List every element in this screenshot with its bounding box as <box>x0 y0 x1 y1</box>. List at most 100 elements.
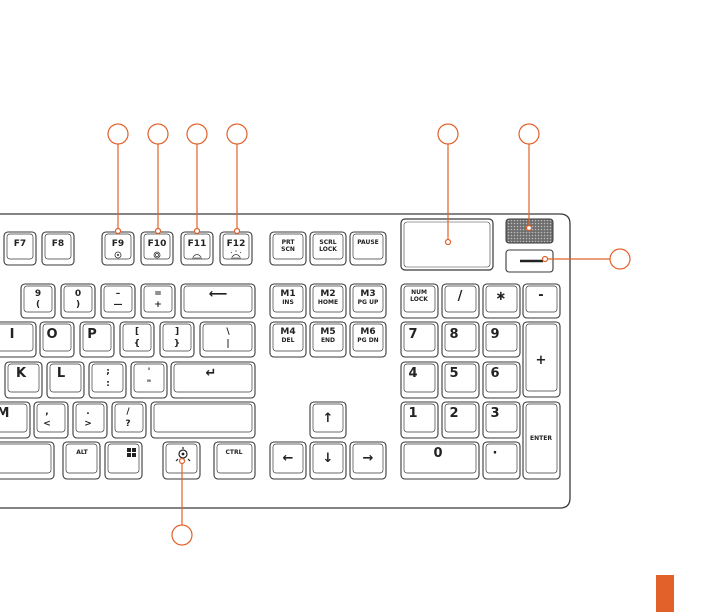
key-alt: ALT <box>62 441 101 480</box>
svg-text:F7: F7 <box>14 239 26 249</box>
svg-text:8: 8 <box>449 327 458 342</box>
svg-text:⟵: ⟵ <box>209 287 228 302</box>
key-backspace: ⟵ <box>180 283 256 319</box>
svg-text:L: L <box>57 366 65 381</box>
svg-text:[: [ <box>135 327 139 337</box>
svg-text:↓: ↓ <box>323 451 334 466</box>
key-arrow-down: ↓ <box>309 441 347 480</box>
svg-text:PG DN: PG DN <box>357 337 378 344</box>
callout-grille <box>518 123 540 232</box>
key-num-6: 6 <box>482 361 521 399</box>
svg-text:HOME: HOME <box>318 299 338 306</box>
svg-text:M: M <box>0 406 9 421</box>
svg-text:4: 4 <box>408 366 417 381</box>
key-f10: F10 <box>140 231 174 266</box>
key-num-star: ∗ <box>482 283 521 319</box>
key-num-8: 8 <box>441 321 480 358</box>
key-0: 0 ) <box>60 283 96 319</box>
key-fn <box>162 441 201 480</box>
key-minus: – — <box>100 283 136 319</box>
svg-text:7: 7 <box>408 327 417 342</box>
svg-text:+: + <box>536 353 547 368</box>
key-semicolon: ; : <box>88 361 127 399</box>
key-m2: M2 HOME <box>309 283 347 319</box>
brightness-down-icon <box>192 254 202 259</box>
key-num-5: 5 <box>441 361 480 399</box>
key-num-9: 9 <box>482 321 521 358</box>
svg-text:\: \ <box>226 327 230 337</box>
key-i: I <box>0 321 37 358</box>
svg-text:LOCK: LOCK <box>319 246 337 253</box>
key-num-enter: ENTER <box>522 401 561 480</box>
svg-text:): ) <box>76 300 80 310</box>
svg-text:LOCK: LOCK <box>410 296 428 303</box>
svg-text:0: 0 <box>75 289 81 299</box>
svg-text:,: , <box>45 407 48 417</box>
svg-text:SCN: SCN <box>281 246 295 253</box>
svg-text:∗: ∗ <box>496 289 507 304</box>
key-k: K <box>4 361 43 399</box>
key-spacebar <box>0 441 55 480</box>
svg-text:9: 9 <box>490 327 499 342</box>
key-slash: / ? <box>111 401 147 439</box>
key-num-dot: · <box>482 441 521 480</box>
svg-text:↑: ↑ <box>323 411 334 426</box>
callout-f9 <box>107 123 129 235</box>
svg-text:.: . <box>86 407 89 417</box>
svg-text:·: · <box>493 446 498 461</box>
svg-text:": " <box>147 379 152 389</box>
svg-text:-: - <box>538 288 543 303</box>
svg-text:}: } <box>174 339 180 349</box>
svg-text:=: = <box>154 289 162 299</box>
key-pause: PAUSE <box>349 231 387 266</box>
key-m5: M5 END <box>309 321 347 358</box>
svg-text:ENTER: ENTER <box>530 435 552 442</box>
callout-f10 <box>147 123 169 235</box>
svg-text:|: | <box>226 339 229 349</box>
svg-text:0: 0 <box>433 446 442 461</box>
key-num-slash: / <box>441 283 480 319</box>
key-m: M <box>0 401 31 439</box>
svg-text:–: – <box>116 289 121 299</box>
svg-text:/: / <box>458 289 463 304</box>
key-num-lock: NUM LOCK <box>400 283 439 319</box>
key-f12: F12 <box>219 231 253 266</box>
svg-text:M6: M6 <box>360 327 375 337</box>
key-num-minus: - <box>522 283 561 319</box>
svg-text:SCRL: SCRL <box>319 239 336 246</box>
key-win <box>104 441 143 480</box>
svg-text:F9: F9 <box>112 239 124 249</box>
svg-text:I: I <box>10 327 15 342</box>
callout-roller <box>541 248 631 270</box>
accent-tab <box>656 575 674 612</box>
svg-text:PAUSE: PAUSE <box>357 239 379 246</box>
key-num-2: 2 <box>441 401 480 439</box>
svg-text:O: O <box>46 327 57 342</box>
key-lbracket: [ { <box>119 321 155 358</box>
key-m6: M6 PG DN <box>349 321 387 358</box>
svg-text:NUM: NUM <box>411 289 427 296</box>
svg-text:3: 3 <box>490 406 499 421</box>
svg-text:PRT: PRT <box>282 239 296 246</box>
svg-text:9: 9 <box>35 289 41 299</box>
key-o: O <box>39 321 75 358</box>
svg-text:5: 5 <box>449 366 458 381</box>
svg-text:PG UP: PG UP <box>358 299 379 306</box>
key-prt-scn: PRT SCN <box>269 231 307 266</box>
svg-text:M5: M5 <box>320 327 335 337</box>
svg-text:END: END <box>321 337 335 344</box>
key-period: . > <box>72 401 108 439</box>
key-enter: ↵ <box>170 361 256 399</box>
key-arrow-right: → <box>349 441 387 480</box>
key-num-plus: + <box>522 321 561 398</box>
steelseries-logo-icon <box>175 447 191 462</box>
windows-logo-icon <box>127 448 136 457</box>
key-f11: F11 <box>180 231 214 266</box>
key-comma: , < <box>33 401 69 439</box>
svg-text:ALT: ALT <box>76 449 88 456</box>
svg-text:M1: M1 <box>280 289 295 299</box>
key-9: 9 ( <box>20 283 56 319</box>
svg-text:—: — <box>114 300 123 310</box>
key-p: P <box>79 321 115 358</box>
